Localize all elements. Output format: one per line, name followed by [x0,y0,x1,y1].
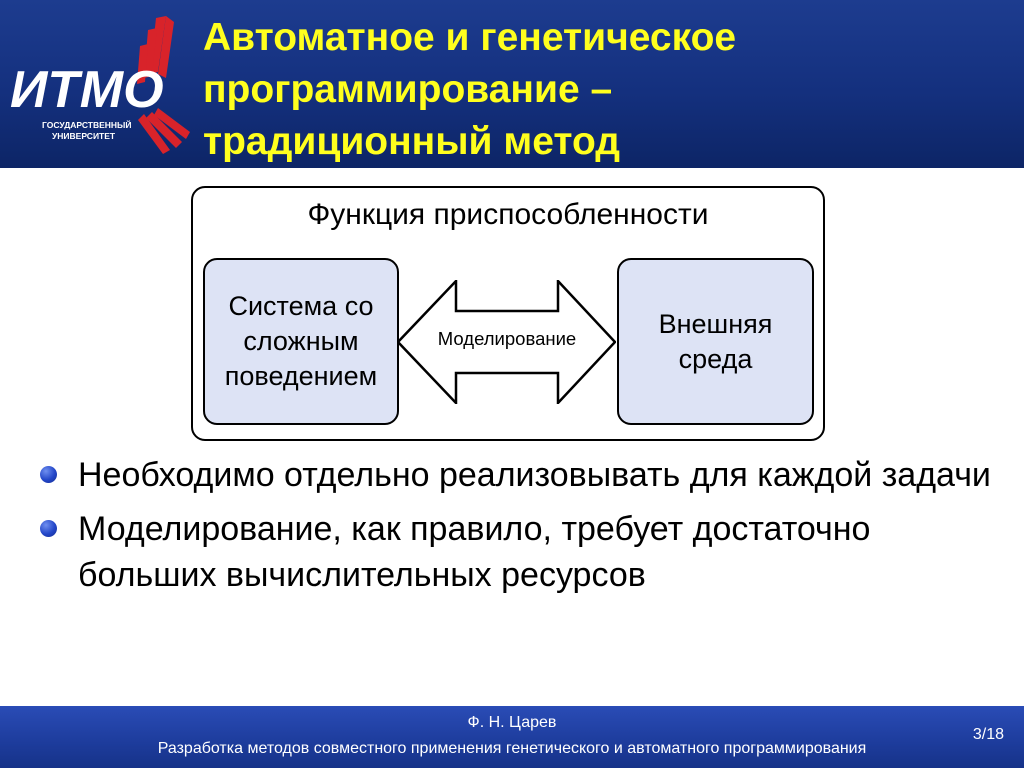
modeling-label: Моделирование [437,328,577,349]
logo-subtitle-line2: УНИВЕРСИТЕТ [52,131,116,141]
double-arrow-icon [396,277,617,407]
itmo-logo: ИТМО ГОСУДАРСТВЕННЫЙ УНИВЕРСИТЕТ [10,16,190,154]
logo-subtitle-line1: ГОСУДАРСТВЕННЫЙ [42,119,132,130]
footer-subtitle: Разработка методов совместного применени… [157,740,867,757]
logo-text: ИТМО [10,61,164,119]
fitness-function-diagram: Функция приспособленности Система со сло… [191,186,825,441]
slide-title-line3: традиционный метод [203,120,621,163]
bullet-item: Моделирование, как правило, требует дост… [40,506,1000,598]
slide-footer: Ф. Н. Царев Разработка методов совместно… [0,706,1024,768]
slide-title-line1: Автоматное и генетическое [203,16,737,59]
footer-author: Ф. Н. Царев [467,714,557,731]
slide-header: ИТМО ГОСУДАРСТВЕННЫЙ УНИВЕРСИТЕТ Автомат… [0,0,1024,168]
bullet-text: Моделирование, как правило, требует дост… [78,510,871,594]
itmo-feather-icon [137,16,190,154]
slide-title-line2: программирование – [203,68,613,111]
bullet-text: Необходимо отдельно реализовывать для ка… [78,456,991,494]
modeling-arrow: Моделирование [396,277,617,407]
complex-system-line2: сложным [243,326,359,356]
complex-system-line1: Система со [228,291,374,321]
environment-box: Внешняя среда [617,258,814,425]
diagram-title: Функция приспособленности [307,198,709,231]
environment-line2: среда [678,343,753,374]
slide-title: Автоматное и генетическое программирован… [203,12,1003,168]
bullet-dot-icon [40,520,57,537]
page-number: 3/18 [972,726,1004,743]
complex-system-box: Система со сложным поведением [203,258,399,425]
environment-line1: Внешняя [658,308,773,339]
bullet-dot-icon [40,466,57,483]
bullet-list: Необходимо отдельно реализовывать для ка… [40,452,1000,606]
complex-system-line3: поведением [224,361,378,391]
bullet-item: Необходимо отдельно реализовывать для ка… [40,452,1000,498]
